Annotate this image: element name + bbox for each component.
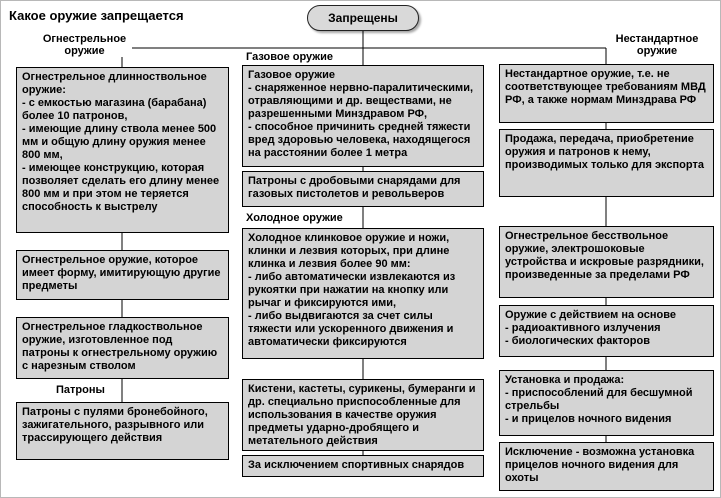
ammo-bullets-box: Патроны с пулями бронебойного, зажигател… (16, 402, 229, 460)
ammo-label: Патроны (56, 384, 105, 396)
export-only-box: Продажа, передача, приобретение оружия и… (499, 129, 714, 197)
root-node-prohibited: Запрещены (307, 5, 419, 31)
cold-blade-box: Холодное клинковое оружие и ножи, клинки… (242, 228, 484, 359)
gas-column-header: Газовое оружие (246, 51, 333, 63)
silencer-nightvision-box: Установка и продажа: - приспособлений дл… (499, 370, 714, 436)
gas-weapon-box: Газовое оружие - снаряженное нервно-пара… (242, 65, 484, 167)
firearms-smoothbore-box: Огнестрельное гладкоствольное оружие, из… (16, 317, 229, 379)
gas-ammo-box: Патроны с дробовыми снарядами для газовы… (242, 171, 484, 207)
radiation-bio-box: Оружие с действием на основе - радиоакти… (499, 305, 714, 357)
nonstandard-weapon-box: Нестандартное оружие, т.е. не соответств… (499, 64, 714, 123)
page-title: Какое оружие запрещается (9, 8, 184, 23)
firearms-longbarrel-box: Огнестрельное длинноствольное оружие: - … (16, 67, 229, 233)
firearms-imitation-box: Огнестрельное оружие, которое имеет форм… (16, 250, 229, 300)
cold-weapon-label: Холодное оружие (246, 212, 343, 224)
hunting-exception-box: Исключение - возможна установка прицелов… (499, 442, 714, 491)
barrelless-stun-box: Огнестрельное бесствольное оружие, элект… (499, 226, 714, 298)
nonstandard-column-header: Нестандартное оружие (607, 33, 707, 57)
impact-throwing-box: Кистени, кастеты, сурикены, бумеранги и … (242, 379, 484, 451)
sports-exception-box: За исключением спортивных снарядов (242, 455, 484, 477)
firearms-column-header: Огнестрельное оружие (37, 33, 132, 57)
